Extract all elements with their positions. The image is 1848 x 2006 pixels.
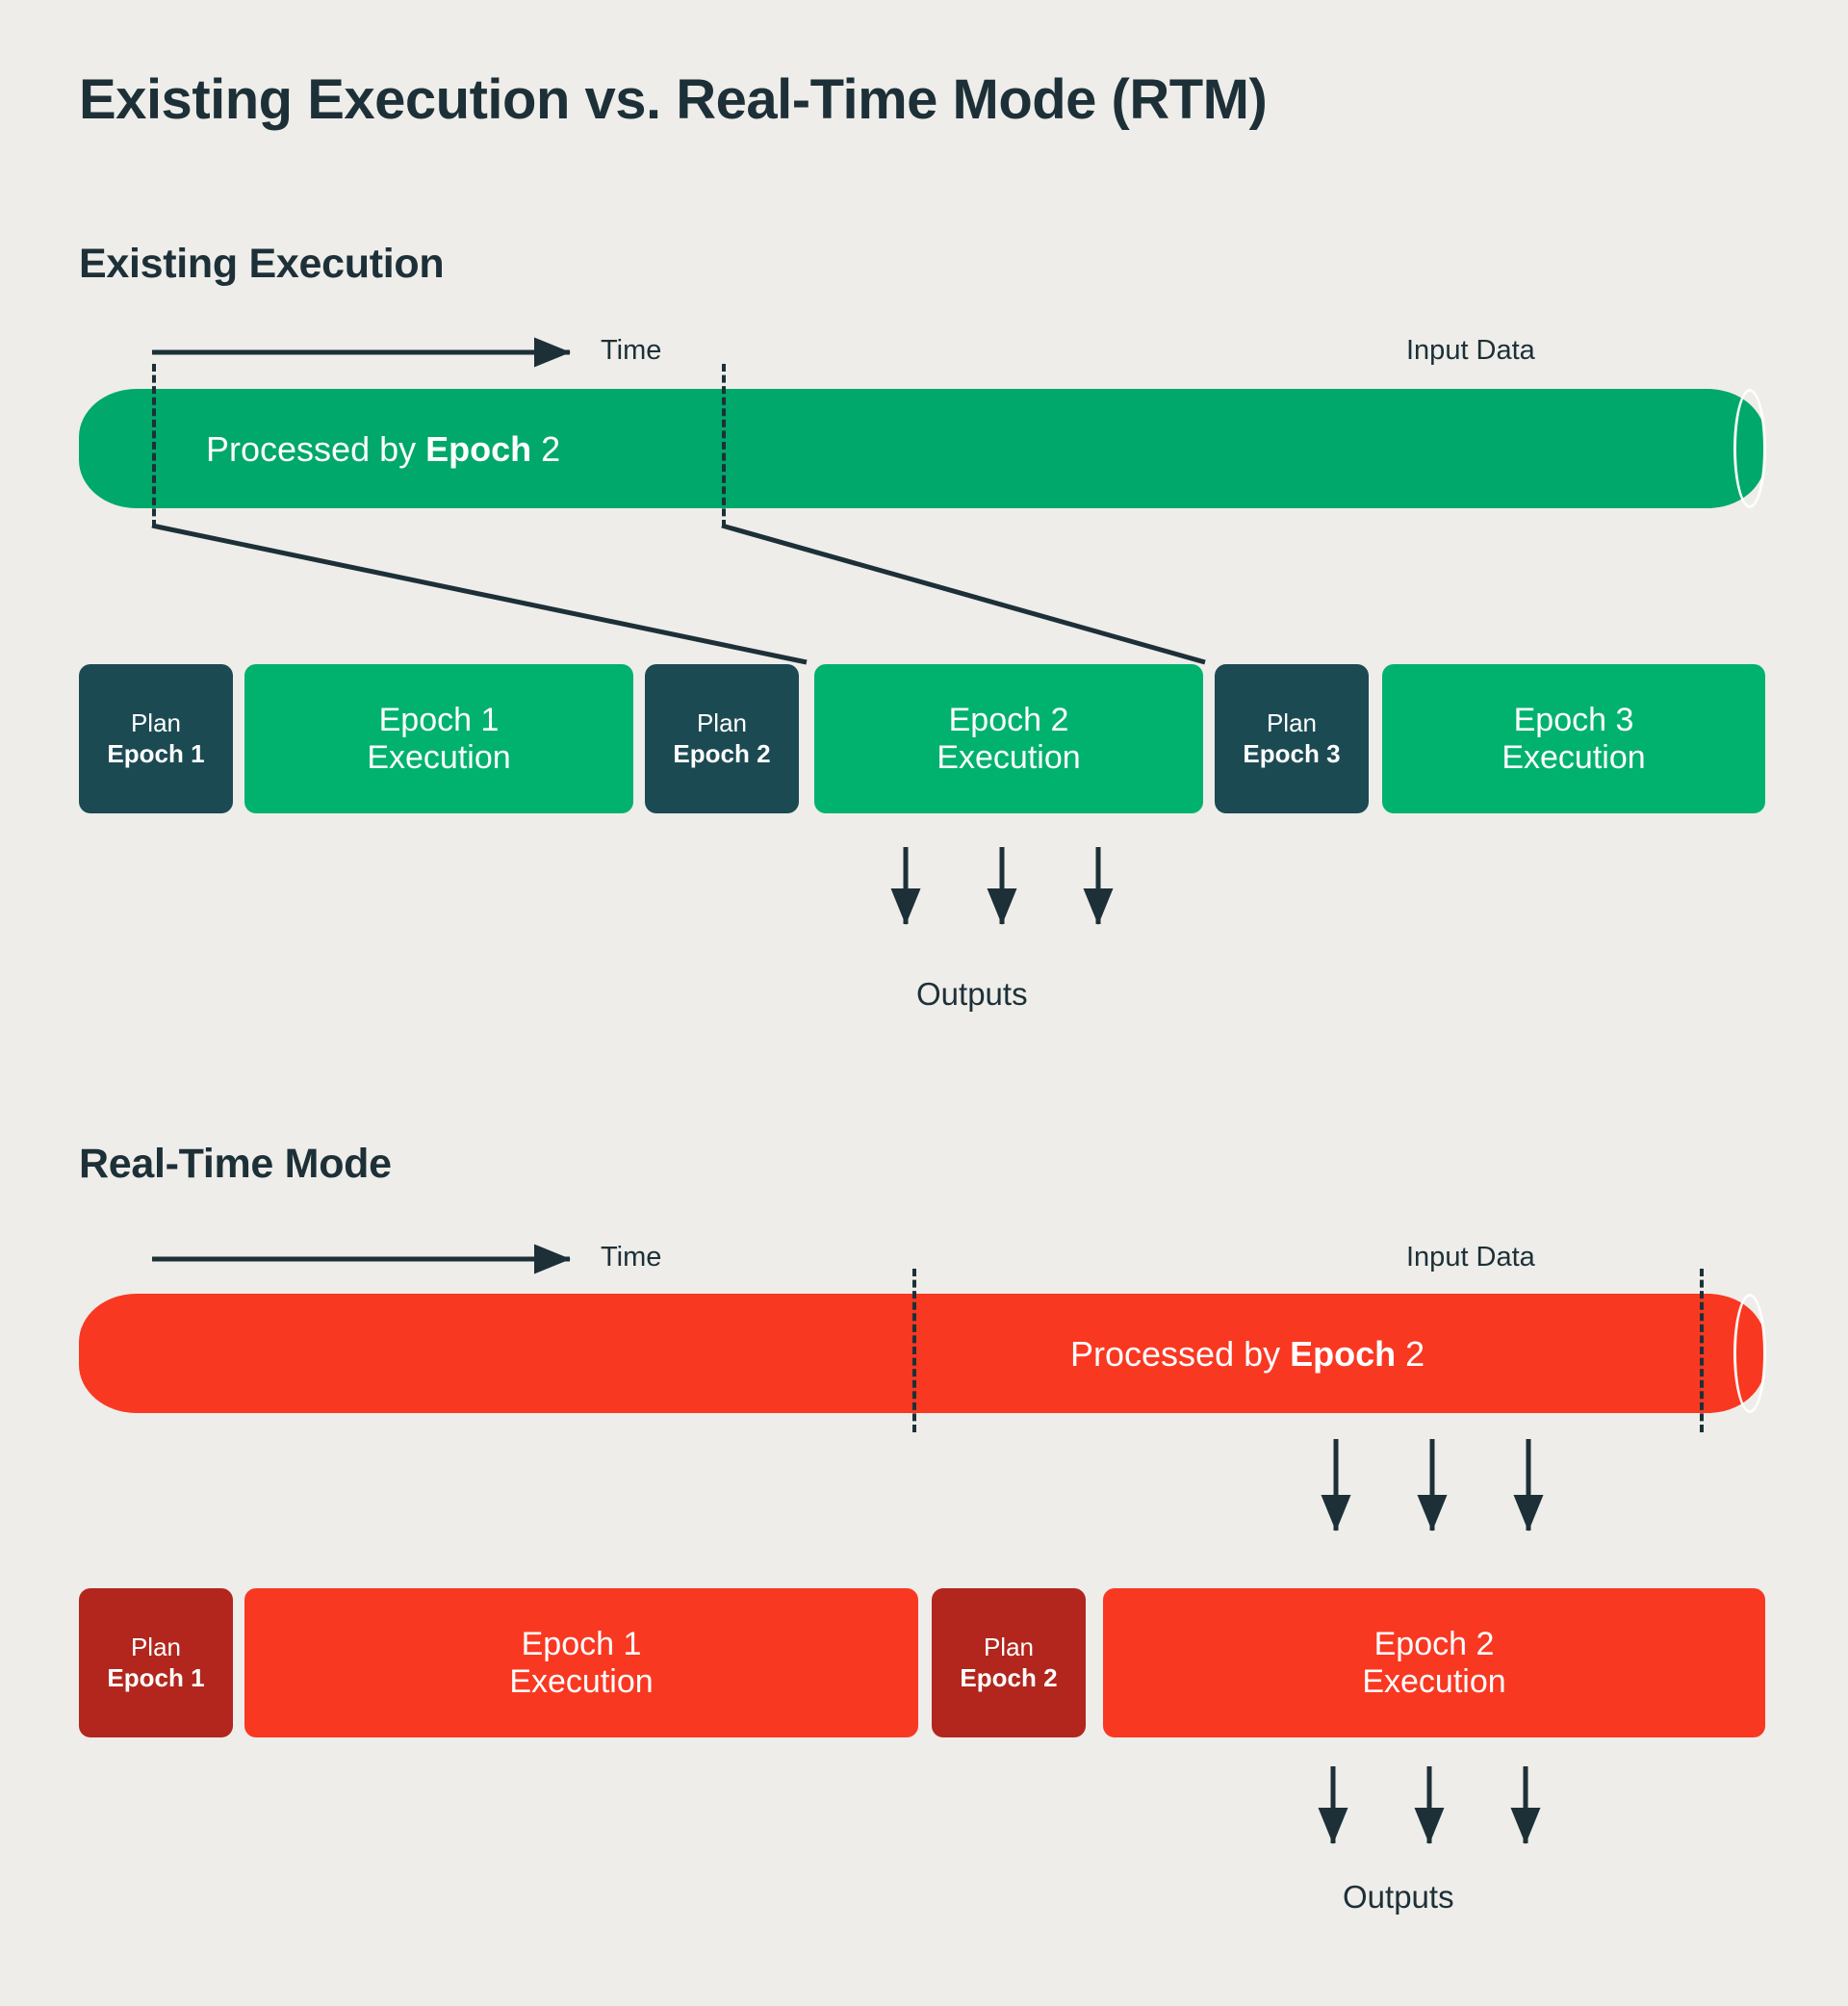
box-line1: Plan — [130, 708, 182, 738]
box-line1: Plan — [1266, 708, 1318, 738]
box-epoch-3-execution-existing[interactable]: Epoch 3 Execution — [1382, 664, 1765, 813]
epoch2-window-start-marker-existing — [152, 364, 156, 527]
epoch2-window-end-marker-realtime — [1700, 1269, 1704, 1432]
box-line2: Epoch 3 — [1243, 738, 1341, 768]
input-data-label-existing: Input Data — [1406, 335, 1535, 366]
cylinder-label-realtime: Processed by Epoch 2 — [1070, 1334, 1424, 1375]
time-label-existing: Time — [601, 335, 662, 366]
box-line2: Execution — [937, 738, 1081, 776]
outputs-label-existing: Outputs — [916, 976, 1028, 1012]
box-line2: Execution — [1502, 738, 1646, 776]
input-feed-arrows-realtime — [1321, 1439, 1544, 1531]
box-plan-epoch-1-existing[interactable]: Plan Epoch 1 — [79, 664, 233, 813]
epoch2-window-start-marker-realtime — [912, 1269, 916, 1432]
box-line2: Execution — [1362, 1662, 1506, 1700]
box-line2: Epoch 2 — [960, 1662, 1058, 1692]
box-line1: Epoch 1 — [378, 702, 500, 739]
epoch2-window-connectors-existing — [151, 523, 1206, 665]
box-plan-epoch-2-existing[interactable]: Plan Epoch 2 — [645, 664, 799, 813]
box-plan-epoch-3-existing[interactable]: Plan Epoch 3 — [1215, 664, 1369, 813]
cylinder-suffix-existing: 2 — [531, 429, 561, 469]
box-epoch-1-execution-existing[interactable]: Epoch 1 Execution — [244, 664, 633, 813]
cylinder-prefix-existing: Processed by — [206, 429, 426, 469]
box-line2: Epoch 1 — [107, 1662, 205, 1692]
cylinder-prefix-realtime: Processed by — [1070, 1334, 1291, 1374]
cylinder-label-existing: Processed by Epoch 2 — [206, 429, 560, 470]
box-line1: Epoch 2 — [948, 702, 1069, 739]
cylinder-emphasis-realtime: Epoch — [1290, 1334, 1397, 1374]
box-line2: Epoch 1 — [107, 738, 205, 768]
section-title-existing-execution: Existing Execution — [79, 241, 445, 287]
box-line1: Epoch 3 — [1513, 702, 1634, 739]
time-label-realtime: Time — [601, 1242, 662, 1273]
box-line2: Execution — [509, 1662, 654, 1700]
output-arrows-existing — [890, 847, 1114, 925]
box-line1: Plan — [130, 1633, 182, 1662]
section-title-real-time-mode: Real-Time Mode — [79, 1141, 392, 1187]
box-line2: Execution — [367, 738, 511, 776]
box-epoch-2-execution-realtime[interactable]: Epoch 2 Execution — [1103, 1588, 1765, 1737]
box-line1: Epoch 1 — [521, 1626, 642, 1663]
box-line1: Epoch 2 — [1373, 1626, 1495, 1663]
box-line1: Plan — [983, 1633, 1035, 1662]
outputs-label-realtime: Outputs — [1343, 1879, 1454, 1915]
cylinder-suffix-realtime: 2 — [1396, 1334, 1425, 1374]
box-line2: Epoch 2 — [673, 738, 771, 768]
box-epoch-2-execution-existing[interactable]: Epoch 2 Execution — [814, 664, 1203, 813]
box-plan-epoch-1-realtime[interactable]: Plan Epoch 1 — [79, 1588, 233, 1737]
box-epoch-1-execution-realtime[interactable]: Epoch 1 Execution — [244, 1588, 918, 1737]
box-line1: Plan — [696, 708, 748, 738]
input-data-cylinder-realtime: Processed by Epoch 2 — [79, 1294, 1766, 1413]
input-data-label-realtime: Input Data — [1406, 1242, 1535, 1273]
input-data-cylinder-existing: Processed by Epoch 2 — [79, 389, 1766, 508]
box-plan-epoch-2-realtime[interactable]: Plan Epoch 2 — [932, 1588, 1086, 1737]
cylinder-end-cap-existing — [1733, 389, 1766, 508]
cylinder-end-cap-realtime — [1733, 1294, 1766, 1413]
epoch2-window-end-marker-existing — [722, 364, 726, 527]
cylinder-emphasis-existing: Epoch — [425, 429, 532, 469]
output-arrows-realtime — [1318, 1766, 1541, 1844]
page-title: Existing Execution vs. Real-Time Mode (R… — [79, 68, 1268, 131]
